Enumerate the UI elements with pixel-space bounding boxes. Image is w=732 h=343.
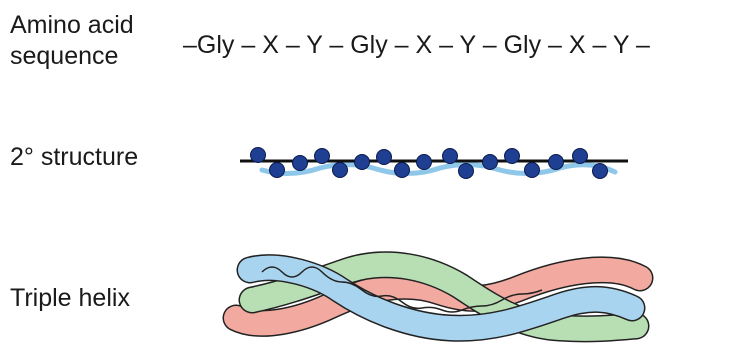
triple-helix-illustration	[222, 251, 654, 343]
amino-acid-sequence: –Gly – X – Y – Gly – X – Y – Gly – X – Y…	[183, 31, 650, 59]
residue-dot	[416, 154, 432, 170]
label-line-1: Amino acid	[10, 11, 134, 39]
secondary-structure-illustration	[240, 147, 628, 179]
residue-dot	[354, 154, 370, 170]
residue-dot	[314, 148, 330, 164]
residue-group	[250, 147, 608, 179]
pink-strand	[224, 257, 652, 336]
residue-dot	[482, 154, 498, 170]
residue-dot	[376, 149, 392, 165]
triple-helix-label: Triple helix	[10, 284, 130, 312]
secondary-structure-label: 2° structure	[10, 143, 139, 171]
residue-dot	[292, 155, 308, 171]
residue-dot	[504, 148, 520, 164]
label-line-2: sequence	[10, 42, 119, 70]
blue-strand	[238, 255, 644, 341]
residue-dot	[442, 148, 458, 164]
residue-dot	[592, 163, 608, 179]
residue-dot	[548, 154, 564, 170]
amino-acid-sequence-label: Amino acid sequence	[10, 10, 134, 72]
residue-dot	[524, 162, 540, 178]
residue-dot	[458, 163, 474, 179]
residue-dot	[269, 162, 285, 178]
residue-dot	[394, 162, 410, 178]
residue-dot	[572, 148, 588, 164]
residue-dot	[250, 147, 266, 163]
blue-strand-wave	[261, 266, 543, 313]
residue-dot	[332, 162, 348, 178]
